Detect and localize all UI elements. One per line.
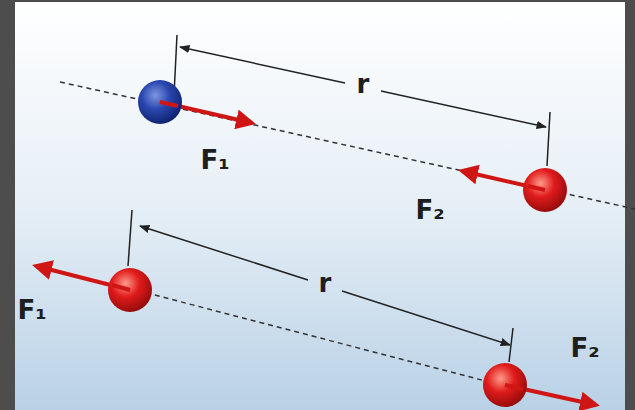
dimension-line (140, 226, 308, 280)
dimension-line (381, 91, 546, 127)
background (15, 2, 625, 410)
force-arrow (505, 385, 523, 389)
distance-label: r (357, 71, 370, 97)
force-label: F₁ (17, 297, 46, 323)
dimension-line (180, 47, 345, 83)
force-label: F₂ (415, 197, 444, 223)
positive-charge (108, 268, 152, 312)
dimension-line (342, 291, 510, 345)
force-label: F₂ (570, 335, 599, 361)
force-arrow (528, 186, 545, 190)
force-arrow (160, 102, 178, 106)
positive-charge (523, 168, 567, 212)
axis-line (120, 286, 520, 390)
dimension-tick (547, 112, 550, 166)
distance-label: r (319, 270, 332, 296)
force-arrow (112, 285, 130, 290)
positive-charge (483, 363, 527, 407)
negative-charge (138, 80, 182, 124)
dimension-tick (128, 210, 132, 266)
force-label: F₁ (200, 147, 229, 173)
